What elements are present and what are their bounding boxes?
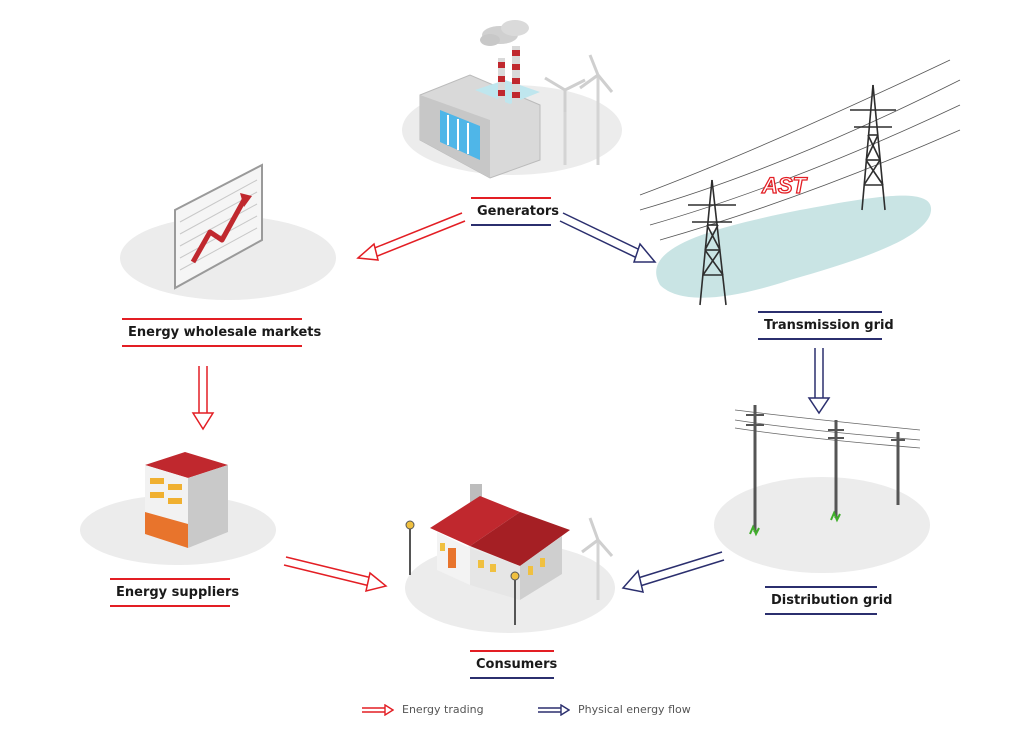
label-transmission-grid: Transmission grid xyxy=(758,311,894,340)
label-distribution-grid: Distribution grid xyxy=(765,586,893,615)
label-energy-suppliers: Energy suppliers xyxy=(110,578,239,607)
red-double-arrow-icon xyxy=(362,703,394,716)
legend-item-trading: Energy trading xyxy=(362,703,484,716)
arrow-wholesale-to-suppliers xyxy=(191,366,215,431)
legend-item-physical: Physical energy flow xyxy=(538,703,691,716)
arrow-suppliers-to-consumers xyxy=(283,556,388,593)
suppliers-illustration xyxy=(80,452,276,565)
label-consumers: Consumers xyxy=(470,650,557,679)
arrow-generators-to-wholesale xyxy=(356,212,466,261)
arrow-transmission-to-distribution xyxy=(807,348,831,415)
ast-logo: AST xyxy=(761,173,808,198)
distribution-illustration xyxy=(714,405,930,573)
wholesale-illustration xyxy=(120,163,336,300)
arrow-generators-to-transmission xyxy=(559,212,657,263)
legend-label-trading: Energy trading xyxy=(402,703,484,716)
label-generators: Generators xyxy=(471,197,559,226)
consumers-illustration xyxy=(405,484,615,633)
legend-label-physical: Physical energy flow xyxy=(578,703,691,716)
generators-illustration xyxy=(402,20,622,179)
label-wholesale-markets: Energy wholesale markets xyxy=(122,318,321,347)
transmission-illustration: AST xyxy=(639,59,961,306)
arrow-distribution-to-consumers xyxy=(621,551,725,593)
navy-double-arrow-icon xyxy=(538,703,570,716)
